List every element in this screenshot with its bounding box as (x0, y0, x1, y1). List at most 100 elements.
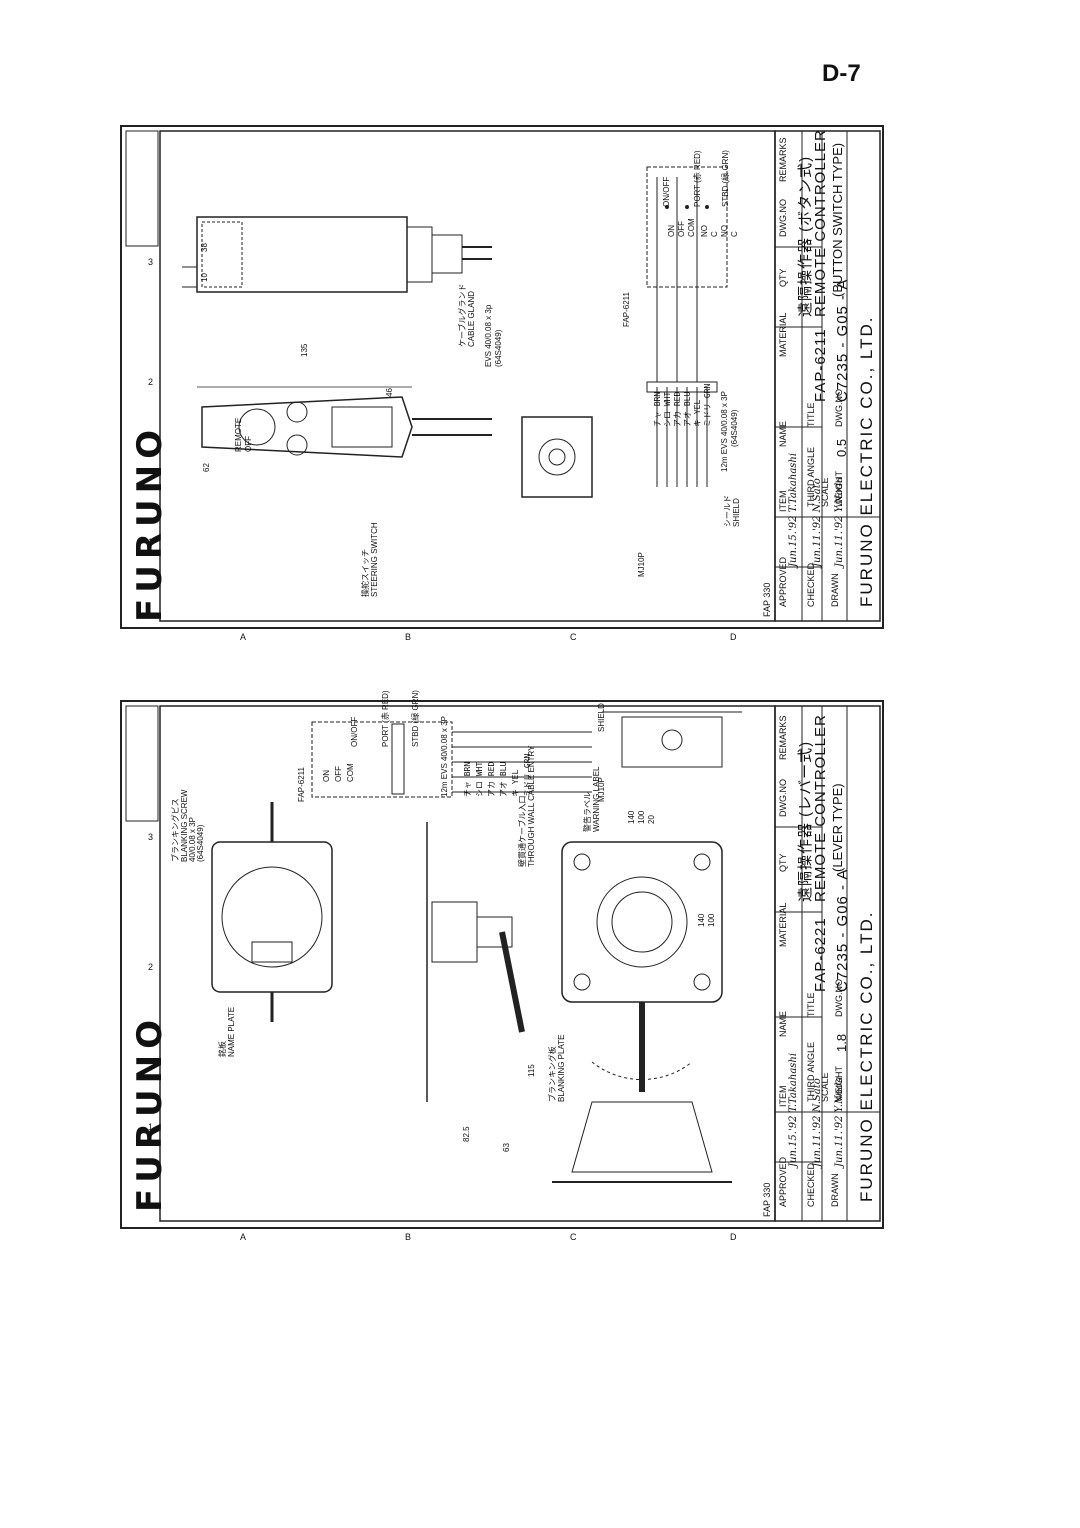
tb-weight-value: 1.8 (834, 1033, 849, 1052)
dim-label: 135 (300, 343, 309, 357)
wire-label: チャ BRN (463, 761, 472, 797)
title-en: REMOTE CONTROLLER (812, 714, 829, 902)
drawing-graphics (125, 705, 881, 1222)
dim-label: 63 (502, 1143, 511, 1152)
tb-header-item: ITEM (778, 490, 788, 513)
grid-col-2: 2 (148, 962, 154, 972)
dim-label: 82.5 (462, 1126, 471, 1142)
switch-label-port: PORT (赤 RED) (693, 150, 702, 207)
grid-col-3: 3 (148, 832, 154, 842)
tb-title-label: TITLE (806, 992, 816, 1017)
switch-contact-label: OFF (677, 221, 686, 237)
tb-third-angle: THIRD ANGLE (806, 1041, 816, 1102)
grid-col-1: 1 (148, 1122, 154, 1132)
cable-spec-label: EVS 40/0.08 x 3p (484, 304, 493, 367)
tb-row-approved: APPROVED (778, 556, 788, 607)
subtitle: (BUTTON SWITCH TYPE) (830, 142, 845, 297)
unit-label: FAP-6211 (622, 292, 631, 327)
wire-label: アオ BLU (499, 761, 508, 797)
tb-header-name: NAME (778, 1010, 788, 1037)
dim-label: 115 (527, 1064, 536, 1077)
dim-label: 46 (385, 388, 394, 397)
brand-logo: FURUNO (130, 424, 170, 622)
drawing-sheet-lever-type: A B C D 3 2 1 FURUNO 銘板 NAME PLATE ブランキン… (120, 690, 884, 1242)
subtitle: (LEVER TYPE) (830, 783, 845, 872)
grid-row-d: D (730, 1232, 737, 1242)
dim-label: 10 (200, 273, 209, 282)
wire-label: ミドリ GRN (703, 383, 712, 427)
grid-col-1: 1 (148, 537, 154, 547)
form-number: FAP 330 (762, 582, 772, 617)
switch-contact-label: C (710, 231, 719, 237)
shield-label: SHIELD (597, 703, 606, 732)
tb-row-drawn: DRAWN (830, 1173, 840, 1207)
tb-header-remarks: REMARKS (778, 137, 788, 182)
tb-header-qty: QTY (778, 853, 788, 872)
unit-label: FAP-6211 (297, 767, 306, 802)
switch-contact-label: ON (322, 770, 331, 782)
tb-scale: SCALE (820, 1072, 830, 1102)
tb-weight-label: WEIGHT (834, 471, 844, 507)
signature-approved: Jun.15.'92 T.Takahashi (788, 1052, 799, 1167)
page-number: D-7 (822, 60, 861, 87)
wire-label: アカ RED (487, 761, 496, 797)
wire-label: キ YEL (511, 769, 520, 797)
dim-label: 38 (200, 243, 209, 252)
drawing-sheet-button-type: A B C D 3 2 1 FURUNO 10 38 135 62 46 REM… (120, 125, 884, 642)
title-en: REMOTE CONTROLLER (812, 129, 829, 317)
tb-header-material: MATERIAL (778, 902, 788, 947)
grid-row-a: A (240, 632, 247, 642)
drawing-number: C7235 - G06 - A (834, 868, 851, 992)
grid-row-b: B (405, 1232, 412, 1242)
grid-row-a: A (240, 1232, 247, 1242)
switch-label-onoff: ON/OFF (662, 176, 671, 207)
model-number: FAP-6221 (812, 917, 829, 992)
dim-label: 100 (707, 913, 716, 927)
switch-contact-label: ON (667, 225, 676, 237)
grid-col-2: 2 (148, 377, 154, 387)
wire-label: シロ WHT (475, 761, 484, 797)
steering-switch-label: STEERING SWITCH (370, 522, 379, 597)
tb-weight-value: 0.5 (834, 438, 849, 457)
switch-label-port: PORT (赤 RED) (381, 690, 390, 747)
dim-label: 62 (202, 463, 211, 472)
tb-weight-label: WEIGHT (834, 1066, 844, 1102)
wire-label: ミドリ GRN (523, 753, 532, 797)
grid-col-3: 3 (148, 257, 154, 267)
tb-header-qty: QTY (778, 268, 788, 287)
switch-contact-label: COM (687, 218, 696, 237)
remote-label: REMOTE (234, 417, 243, 452)
tb-header-dwgno: DWG.NO (778, 199, 788, 237)
cable-run-label: 12m EVS 40/0.08 x 3P (720, 391, 729, 472)
cable-run-code-label: (64S4049) (730, 409, 739, 447)
cable-gland-label: CABLE GLAND (467, 290, 476, 347)
signature-approved: Jun.15.'92 T.Takahashi (788, 452, 799, 567)
grid-row-c: C (570, 632, 577, 642)
tb-header-name: NAME (778, 420, 788, 447)
switch-contact-label: C (730, 231, 739, 237)
grid-row-c: C (570, 1232, 577, 1242)
tb-header-material: MATERIAL (778, 312, 788, 357)
dim-label: 140 (627, 810, 636, 824)
name-plate-label: NAME PLATE (227, 1006, 236, 1057)
tb-row-checked: CHECKED (806, 1162, 816, 1207)
shield-label: SHIELD (732, 498, 741, 527)
switch-contact-label: NO (700, 225, 709, 237)
tb-row-drawn: DRAWN (830, 573, 840, 607)
tb-header-item: ITEM (778, 1085, 788, 1108)
switch-label-stbd: STBD (緑 GRN) (721, 150, 730, 207)
cable-code-label: (64S4049) (494, 329, 503, 367)
company-name: FURUNO ELECTRIC CO., LTD. (857, 315, 876, 607)
company-name: FURUNO ELECTRIC CO., LTD. (857, 910, 876, 1202)
tb-header-remarks: REMARKS (778, 715, 788, 760)
off-label: OFF (244, 436, 253, 452)
connector-label: MJ10P (637, 552, 646, 577)
drawing-graphics (125, 130, 881, 622)
switch-contact-label: OFF (334, 766, 343, 782)
tb-row-approved: APPROVED (778, 1156, 788, 1207)
brand-logo: FURUNO (130, 1014, 170, 1212)
switch-contact-label: COM (346, 763, 355, 782)
form-number: FAP 330 (762, 1182, 772, 1217)
switch-label-onoff: ON/OFF (350, 716, 359, 747)
grid-row-b: B (405, 632, 412, 642)
